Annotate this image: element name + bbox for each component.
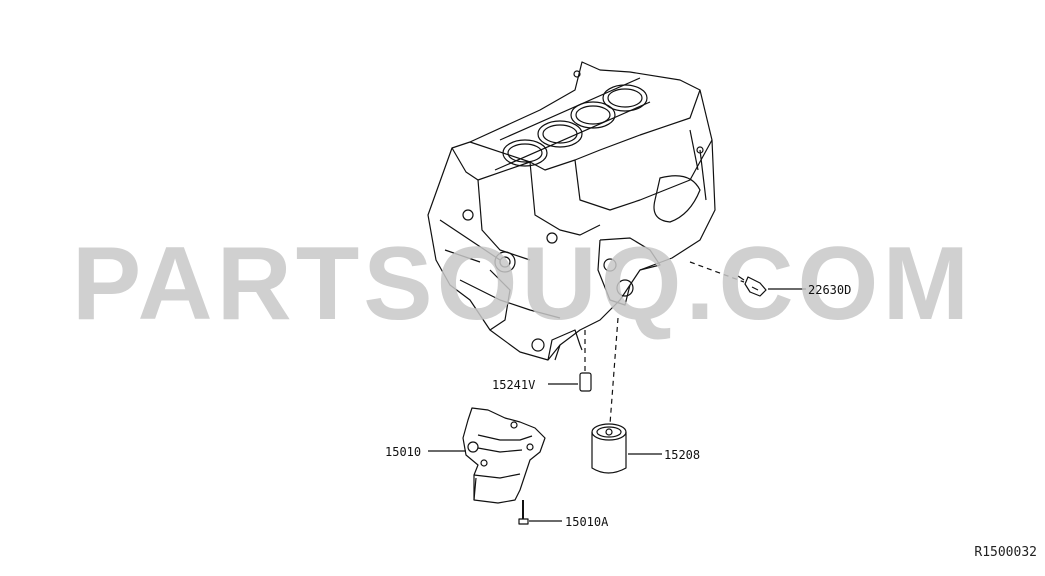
oil-filter-connector	[548, 330, 592, 392]
callout-label-22630D[interactable]: 22630D	[808, 283, 852, 297]
oil-filter	[591, 317, 662, 474]
oil-pump	[428, 407, 546, 504]
callout-label-15010[interactable]: 15010	[385, 445, 422, 459]
callout-label-15208[interactable]: 15208	[664, 448, 701, 462]
callout-label-15010A[interactable]: 15010A	[565, 515, 609, 529]
oil-pressure-sensor	[689, 261, 806, 297]
diagram-code: R1500032	[974, 545, 1037, 560]
pump-bolt	[518, 500, 562, 525]
callout-label-15241V[interactable]: 15241V	[492, 378, 536, 392]
cylinder-block	[427, 61, 716, 361]
